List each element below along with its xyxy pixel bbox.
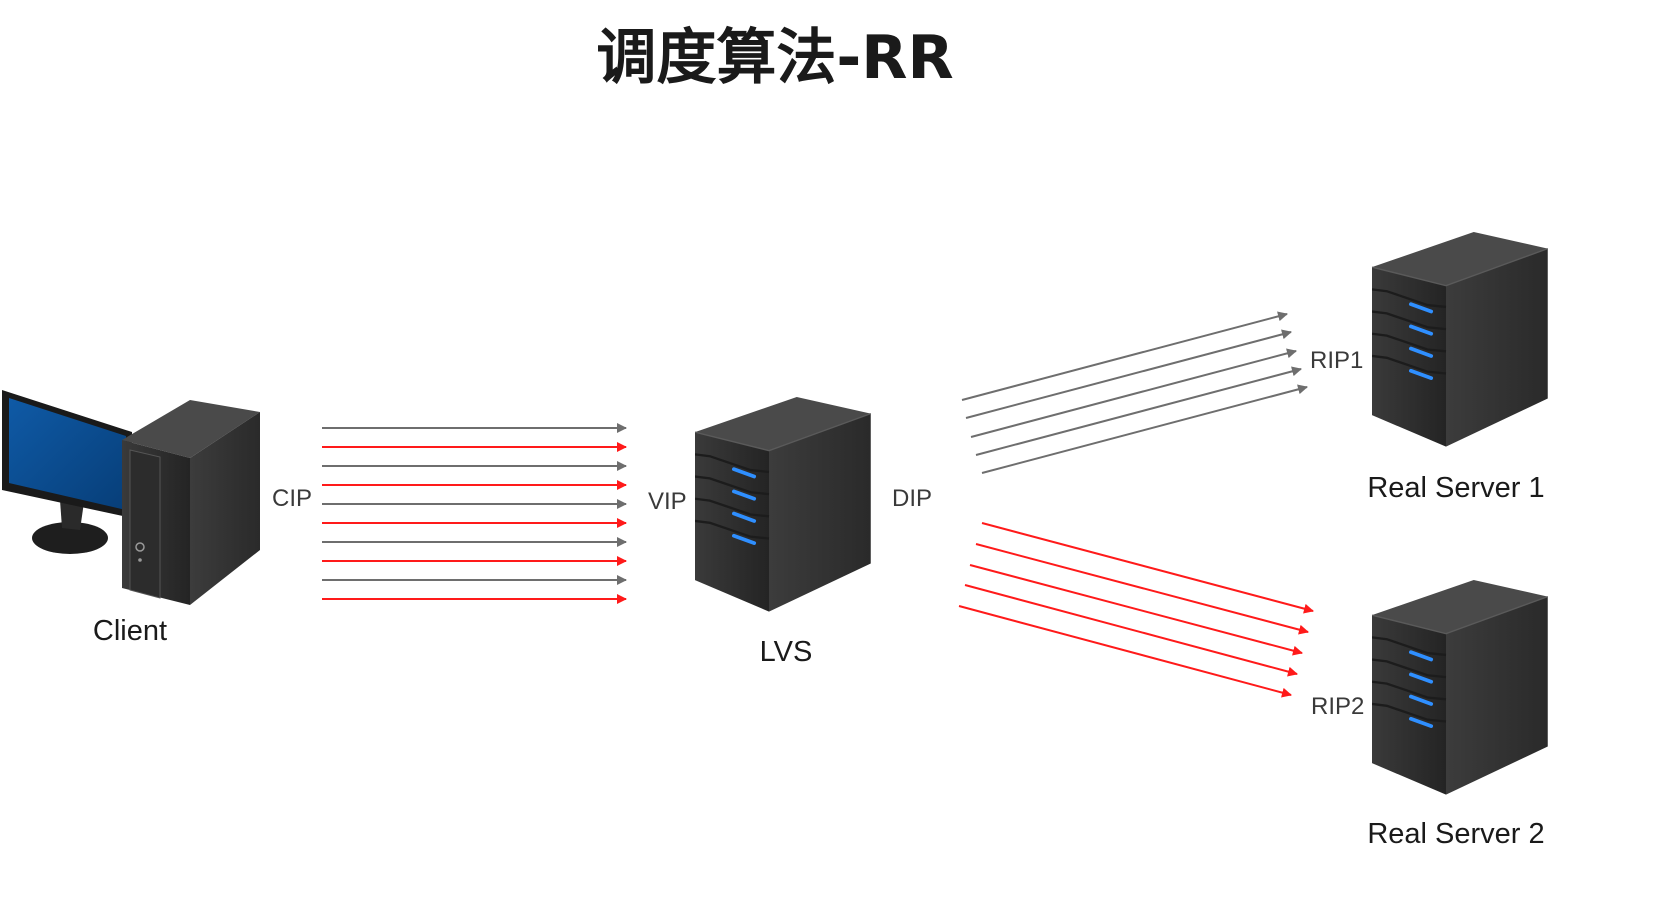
forward-arrow-rs1 [965, 329, 1292, 419]
real-server-1-icon [1372, 230, 1550, 449]
forward-arrow-rs1 [961, 311, 1288, 401]
forward-arrow-rs1 [970, 348, 1297, 438]
client-label: Client [93, 615, 167, 647]
lvs-to-real-server-1-arrows [961, 311, 1308, 474]
forward-arrow-rs1 [981, 384, 1308, 474]
lvs-dip-label: DIP [892, 485, 932, 512]
forward-arrow-rs2 [958, 605, 1292, 698]
real-server-2-icon [1372, 578, 1550, 797]
lvs-label: LVS [760, 636, 813, 668]
client-port-label: CIP [272, 485, 312, 512]
real-server-1-port-label: RIP1 [1310, 347, 1363, 374]
real-server-1-label: Real Server 1 [1367, 472, 1544, 504]
client-to-lvs-arrows [322, 423, 627, 604]
diagram-title: 调度算法-RR [596, 23, 953, 93]
forward-arrow-rs2 [981, 522, 1314, 614]
lvs-vip-label: VIP [648, 488, 687, 515]
forward-arrow-rs2 [975, 543, 1309, 635]
forward-arrow-rs1 [975, 366, 1302, 456]
forward-arrow-rs2 [964, 584, 1298, 677]
lvs-to-real-server-2-arrows [958, 522, 1314, 698]
lvs-server-icon [695, 395, 873, 614]
client-computer-icon [2, 390, 260, 605]
forward-arrow-rs2 [969, 564, 1303, 656]
real-server-2-port-label: RIP2 [1311, 693, 1364, 720]
real-server-2-label: Real Server 2 [1367, 818, 1544, 850]
